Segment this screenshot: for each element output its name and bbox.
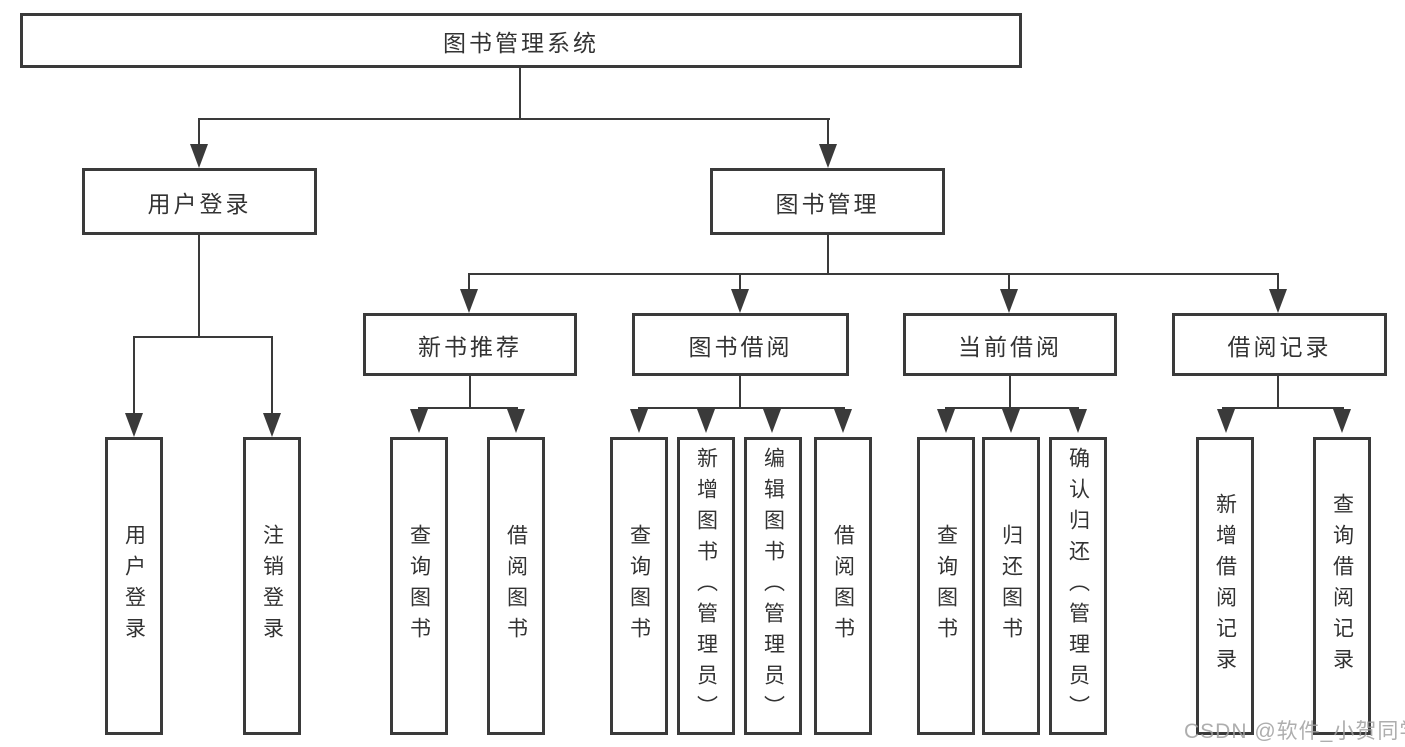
arrow-down-icon [763,409,781,433]
node-leaf-query-books-2: 查询图书 [610,437,668,735]
node-label: 新增借阅记录 [1213,493,1237,679]
connector-line [739,273,741,289]
node-user-login: 用户登录 [82,168,317,235]
connector-line [827,235,829,273]
connector-line [945,407,1079,409]
node-label: 新增图书（管理员） [694,446,718,726]
connector-line [198,235,200,336]
node-label: 查询图书 [934,524,958,648]
connector-line [198,118,200,146]
node-label: 查询借阅记录 [1330,493,1354,679]
arrow-down-icon [1333,409,1351,433]
node-borrowing-records: 借阅记录 [1172,313,1387,376]
node-leaf-query-books-3: 查询图书 [917,437,975,735]
node-book-borrowing: 图书借阅 [632,313,849,376]
connector-line [198,118,830,120]
arrow-down-icon [1269,289,1287,313]
arrow-down-icon [507,409,525,433]
arrow-down-icon [630,409,648,433]
node-leaf-user-login: 用户登录 [105,437,163,735]
arrow-down-icon [410,409,428,433]
arrow-down-icon [1000,289,1018,313]
connector-line [739,376,741,407]
node-label: 查询图书 [627,524,651,648]
node-label: 归还图书 [999,524,1023,648]
node-label: 当前借阅 [958,333,1062,360]
node-label: 借阅图书 [504,524,528,648]
arrow-down-icon [697,409,715,433]
connector-line [638,407,845,409]
arrow-down-icon [263,413,281,437]
connector-line [519,68,521,118]
arrow-down-icon [1217,409,1235,433]
connector-line [418,407,518,409]
connector-line [827,118,829,146]
node-label: 图书管理 [775,190,880,217]
connector-line [1277,376,1279,407]
node-label: 借阅记录 [1227,333,1332,360]
node-label: 编辑图书（管理员） [761,446,785,726]
connector-line [469,376,471,407]
connector-line [1277,273,1279,289]
connector-line [468,273,1279,275]
connector-line [468,273,470,289]
node-leaf-confirm-return-admin: 确认归还（管理员） [1049,437,1107,735]
arrow-down-icon [834,409,852,433]
connector-line [133,336,273,338]
connector-line [133,336,135,413]
node-leaf-add-borrow-record: 新增借阅记录 [1196,437,1254,735]
connector-line [1009,376,1011,407]
node-label: 注销登录 [260,524,284,648]
node-label: 新书推荐 [418,333,522,360]
node-leaf-query-books-1: 查询图书 [390,437,448,735]
arrow-down-icon [1002,409,1020,433]
node-leaf-borrow-books-2: 借阅图书 [814,437,872,735]
node-label: 用户登录 [147,190,252,217]
node-new-book-recommendation: 新书推荐 [363,313,577,376]
arrow-down-icon [1069,409,1087,433]
node-label: 用户登录 [122,524,146,648]
arrow-down-icon [460,289,478,313]
connector-line [1008,273,1010,289]
node-current-borrowing: 当前借阅 [903,313,1117,376]
node-book-management: 图书管理 [710,168,945,235]
arrow-down-icon [731,289,749,313]
node-label: 确认归还（管理员） [1066,446,1090,726]
node-label: 查询图书 [407,524,431,648]
connector-line [271,336,273,413]
node-leaf-add-book-admin: 新增图书（管理员） [677,437,735,735]
connector-line [1222,407,1344,409]
node-leaf-query-borrow-record: 查询借阅记录 [1313,437,1371,735]
csdn-watermark: CSDN @软件_小贺同学 [1184,720,1405,743]
node-leaf-borrow-books-1: 借阅图书 [487,437,545,735]
node-leaf-return-book: 归还图书 [982,437,1040,735]
arrow-down-icon [937,409,955,433]
arrow-down-icon [190,144,208,168]
node-label: 图书借阅 [688,333,793,360]
node-label: 借阅图书 [831,524,855,648]
arrow-down-icon [819,144,837,168]
node-leaf-edit-book-admin: 编辑图书（管理员） [744,437,802,735]
node-label: 图书管理系统 [443,29,599,56]
arrow-down-icon [125,413,143,437]
node-leaf-logout: 注销登录 [243,437,301,735]
node-library-system: 图书管理系统 [20,13,1022,68]
